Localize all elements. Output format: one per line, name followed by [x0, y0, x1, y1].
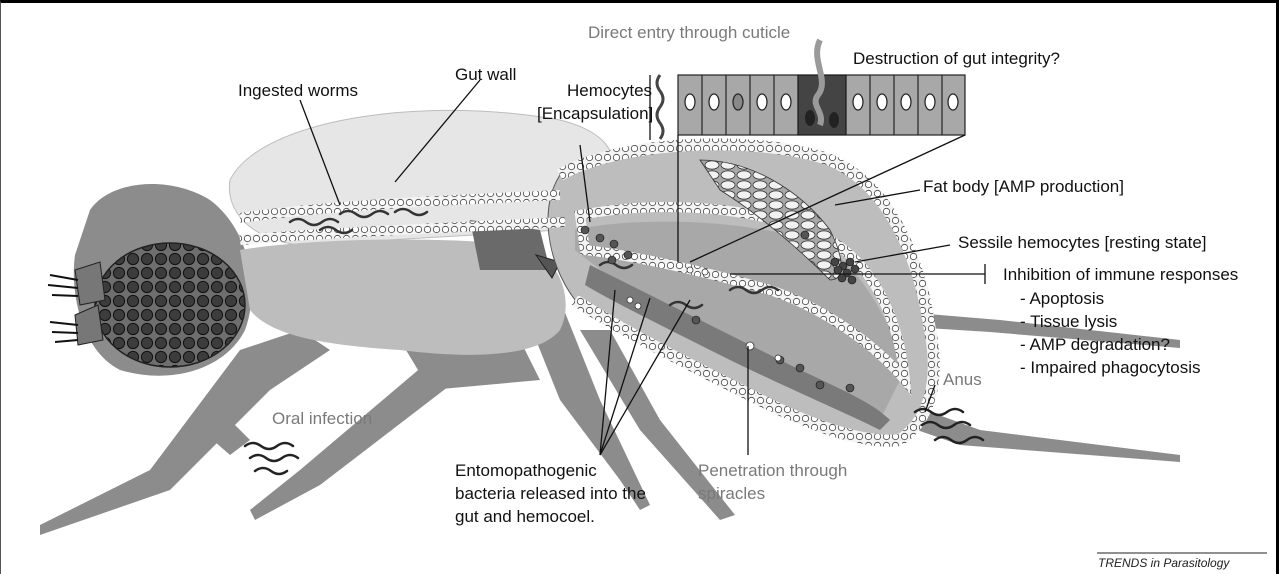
label-sessile-hemocytes: Sessile hemocytes [resting state] [958, 233, 1207, 252]
label-oral-infection: Oral infection [272, 409, 372, 428]
cuticle-worm [657, 75, 663, 139]
compound-eye [95, 243, 245, 367]
label-inhibition: Inhibition of immune responses [1003, 265, 1238, 284]
label-tissue-lysis: - Tissue lysis [1020, 312, 1117, 331]
oral-worms [245, 443, 298, 474]
label-gut-wall: Gut wall [455, 65, 516, 84]
source-credit: TRENDS in Parasitology [1098, 556, 1230, 570]
label-anus: Anus [943, 370, 982, 389]
label-bacteria-line1: Entomopathogenic [455, 461, 597, 480]
label-bacteria-line2: bacteria released into the [455, 484, 646, 503]
label-apoptosis: - Apoptosis [1020, 289, 1104, 308]
label-encapsulation: [Encapsulation] [537, 104, 653, 123]
label-bacteria-line3: gut and hemocoel. [455, 507, 595, 526]
label-ingested-worms: Ingested worms [238, 81, 358, 100]
label-fat-body: Fat body [AMP production] [923, 177, 1124, 196]
label-direct-entry: Direct entry through cuticle [588, 23, 790, 42]
label-impaired-phagocytosis: - Impaired phagocytosis [1020, 358, 1200, 377]
label-hemocytes: Hemocytes [567, 81, 652, 100]
label-amp-degradation: - AMP degradation? [1020, 335, 1170, 354]
label-penetration-line2: spiracles [698, 484, 765, 503]
label-destruction: Destruction of gut integrity? [853, 49, 1060, 68]
label-penetration-line1: Penetration through [698, 461, 847, 480]
